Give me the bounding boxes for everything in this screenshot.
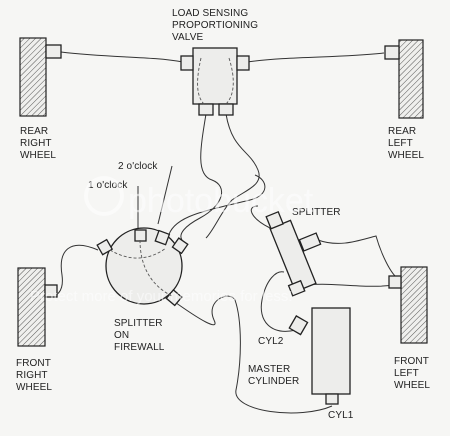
label-front-right-1: FRONT — [16, 358, 51, 369]
label-master-1: MASTER — [248, 364, 290, 375]
valve-bottom-port-left — [198, 103, 214, 116]
watermark-tagline: Protect more of your memories for less! — [30, 288, 293, 305]
rear-left-tire — [398, 39, 424, 119]
watermark: photobucket Protect more of your memorie… — [30, 176, 314, 305]
label-rear-left-1: REAR — [388, 126, 416, 137]
brake-lines — [43, 51, 401, 414]
rear-right-fitting — [45, 44, 62, 59]
line-splitter-loop — [317, 235, 401, 281]
front-left-wheel — [388, 266, 428, 344]
line-valve-aux — [205, 113, 260, 239]
line-rear-left — [246, 52, 385, 63]
front-right-tire — [17, 267, 46, 347]
watermark-brand: photobucket — [128, 182, 314, 220]
label-front-right-3: WHEEL — [16, 382, 52, 393]
label-1-oclock: 1 o'clock — [88, 180, 128, 191]
port-2oclock-a — [154, 229, 171, 246]
master-cylinder — [288, 307, 351, 405]
splitter-internal-passages — [109, 239, 173, 297]
watermark-logo-icon — [84, 176, 124, 216]
front-left-tire — [400, 266, 428, 344]
cyl2-port — [288, 315, 309, 336]
firewall-splitter — [96, 227, 189, 307]
label-splitter: SPLITTER — [292, 207, 341, 218]
rear-right-tire — [19, 37, 47, 117]
front-right-wheel — [17, 267, 58, 347]
label-rear-right-2: RIGHT — [20, 138, 52, 149]
label-splitter-fw-2: ON — [114, 330, 129, 341]
tee-side-port — [298, 232, 322, 252]
line-splitter-to-cyl1 — [171, 295, 333, 414]
label-front-right-2: RIGHT — [16, 370, 48, 381]
valve-internal-passages — [197, 57, 234, 105]
line-2oclock-upper — [167, 174, 266, 239]
label-rear-right-1: REAR — [20, 126, 48, 137]
valve-left-port — [180, 55, 194, 71]
master-cylinder-body — [311, 307, 351, 395]
cyl1-port — [325, 393, 339, 405]
port-left — [96, 238, 114, 256]
line-front-left — [304, 283, 401, 287]
line-valve-to-2oclock — [180, 113, 223, 241]
label-splitter-fw-3: FIREWALL — [114, 342, 165, 353]
label-valve-2: PROPORTIONING — [172, 20, 258, 31]
label-rear-right-3: WHEEL — [20, 150, 56, 161]
label-cyl2: CYL2 — [258, 336, 284, 347]
tee-bottom-port — [287, 279, 306, 297]
label-2-oclock: 2 o'clock — [118, 161, 158, 172]
rear-left-fitting — [384, 45, 400, 60]
tee-body — [269, 219, 317, 293]
label-splitter-fw-1: SPLITTER — [114, 318, 163, 329]
tee-top-port — [265, 210, 284, 230]
label-rear-left-2: LEFT — [388, 138, 413, 149]
proportioning-valve — [180, 47, 250, 116]
rear-right-wheel — [19, 37, 62, 117]
valve-bottom-port-right — [218, 103, 234, 116]
port-bottom — [165, 289, 183, 307]
valve-body — [192, 47, 238, 105]
label-cyl1: CYL1 — [328, 410, 354, 421]
pointer-2oclock — [157, 165, 173, 225]
label-valve-3: VALVE — [172, 32, 203, 43]
front-right-fitting — [44, 284, 58, 298]
port-2oclock-b — [171, 237, 189, 255]
label-valve-1: LOAD SENSING — [172, 8, 248, 19]
label-front-left-3: WHEEL — [394, 380, 430, 391]
label-front-left-1: FRONT — [394, 356, 429, 367]
label-rear-left-3: WHEEL — [388, 150, 424, 161]
label-master-2: CYLINDER — [248, 376, 299, 387]
tee-splitter — [265, 210, 322, 297]
valve-right-port — [236, 55, 250, 71]
line-cyl2-to-splitter — [260, 271, 297, 332]
rear-left-wheel — [384, 39, 424, 119]
front-left-fitting — [388, 275, 402, 289]
line-splitter-left — [250, 205, 271, 229]
labels: LOAD SENSING PROPORTIONING VALVE REAR RI… — [16, 8, 430, 421]
line-rear-right — [60, 51, 184, 63]
label-front-left-2: LEFT — [394, 368, 419, 379]
port-1oclock — [134, 229, 147, 242]
